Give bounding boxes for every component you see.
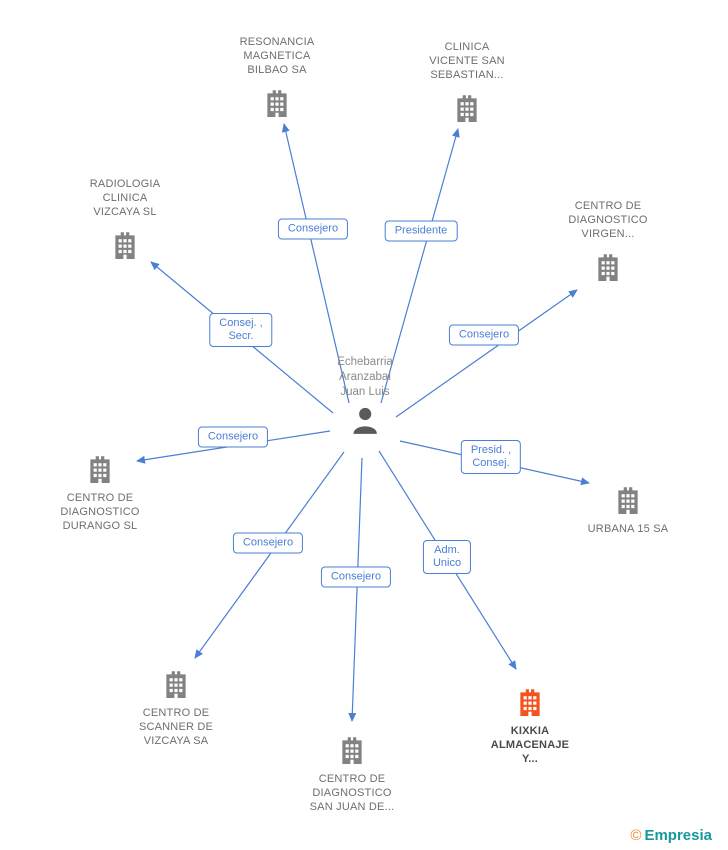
company-label: CENTRO DE DIAGNOSTICO DURANGO SL (60, 492, 140, 532)
company-label: CENTRO DE SCANNER DE VIZCAYA SA (138, 707, 214, 747)
building-icon (111, 229, 139, 259)
relation-label-adm-unico-kixkia: Adm. Unico (422, 540, 472, 574)
company-node-sanjuan[interactable]: CENTRO DE DIAGNOSTICO SAN JUAN DE... (277, 734, 427, 814)
company-node-radiologia[interactable]: RADIOLOGIA CLINICA VIZCAYA SL (50, 177, 200, 259)
building-icon (263, 87, 291, 117)
relation-label-consejero-scanner: Consejero (232, 532, 304, 554)
company-node-scanner[interactable]: CENTRO DE SCANNER DE VIZCAYA SA (101, 668, 251, 748)
company-node-kixkia[interactable]: KIXKIA ALMACENAJE Y... (455, 686, 605, 766)
company-label: RADIOLOGIA CLINICA VIZCAYA SL (89, 178, 161, 218)
relation-label-presidente-clinica: Presidente (384, 220, 458, 242)
building-icon (453, 92, 481, 122)
company-node-clinica[interactable]: CLINICA VICENTE SAN SEBASTIAN... (392, 40, 542, 122)
relation-label-consej-secr-radiologia: Consej. , Secr. (209, 313, 273, 347)
relation-label-consejero-virgen: Consejero (448, 324, 520, 346)
company-node-durango[interactable]: CENTRO DE DIAGNOSTICO DURANGO SL (25, 453, 175, 533)
edge-sanjuan (348, 457, 363, 722)
building-icon (162, 668, 190, 698)
edge-virgen (395, 289, 578, 418)
relation-label-consejero-durango: Consejero (197, 426, 269, 448)
company-node-urbana[interactable]: URBANA 15 SA (553, 484, 703, 536)
person-name: Echebarria Aranzabal Juan Luis (337, 356, 393, 398)
company-label: CLINICA VICENTE SAN SEBASTIAN... (429, 41, 505, 81)
relation-label-consejero-sanjuan: Consejero (320, 566, 392, 588)
company-node-virgen[interactable]: CENTRO DE DIAGNOSTICO VIRGEN... (533, 199, 683, 281)
copyright-symbol: © (630, 827, 642, 844)
edge-clinica (380, 128, 460, 404)
company-label: RESONANCIA MAGNETICA BILBAO SA (239, 36, 315, 76)
company-label: URBANA 15 SA (587, 523, 669, 535)
building-icon (614, 484, 642, 514)
brand-name: Empresia (644, 827, 712, 844)
relation-label-consejero-resonancia: Consejero (277, 218, 349, 240)
person-node[interactable]: Echebarria Aranzabal Juan Luis (337, 355, 393, 435)
edge-resonancia (281, 123, 350, 404)
company-label: KIXKIA ALMACENAJE Y... (490, 725, 570, 765)
building-icon (86, 453, 114, 483)
company-label: CENTRO DE DIAGNOSTICO SAN JUAN DE... (309, 773, 395, 813)
building-icon-highlighted (516, 686, 544, 716)
building-icon (594, 251, 622, 281)
person-icon (350, 407, 380, 435)
edge-scanner (194, 451, 345, 659)
building-icon (338, 734, 366, 764)
relation-label-presid-consej-urbana: Presid. , Consej. (460, 440, 522, 474)
company-label: CENTRO DE DIAGNOSTICO VIRGEN... (568, 200, 648, 240)
footer-logo[interactable]: ©Empresia (630, 827, 712, 844)
company-node-resonancia[interactable]: RESONANCIA MAGNETICA BILBAO SA (202, 35, 352, 117)
